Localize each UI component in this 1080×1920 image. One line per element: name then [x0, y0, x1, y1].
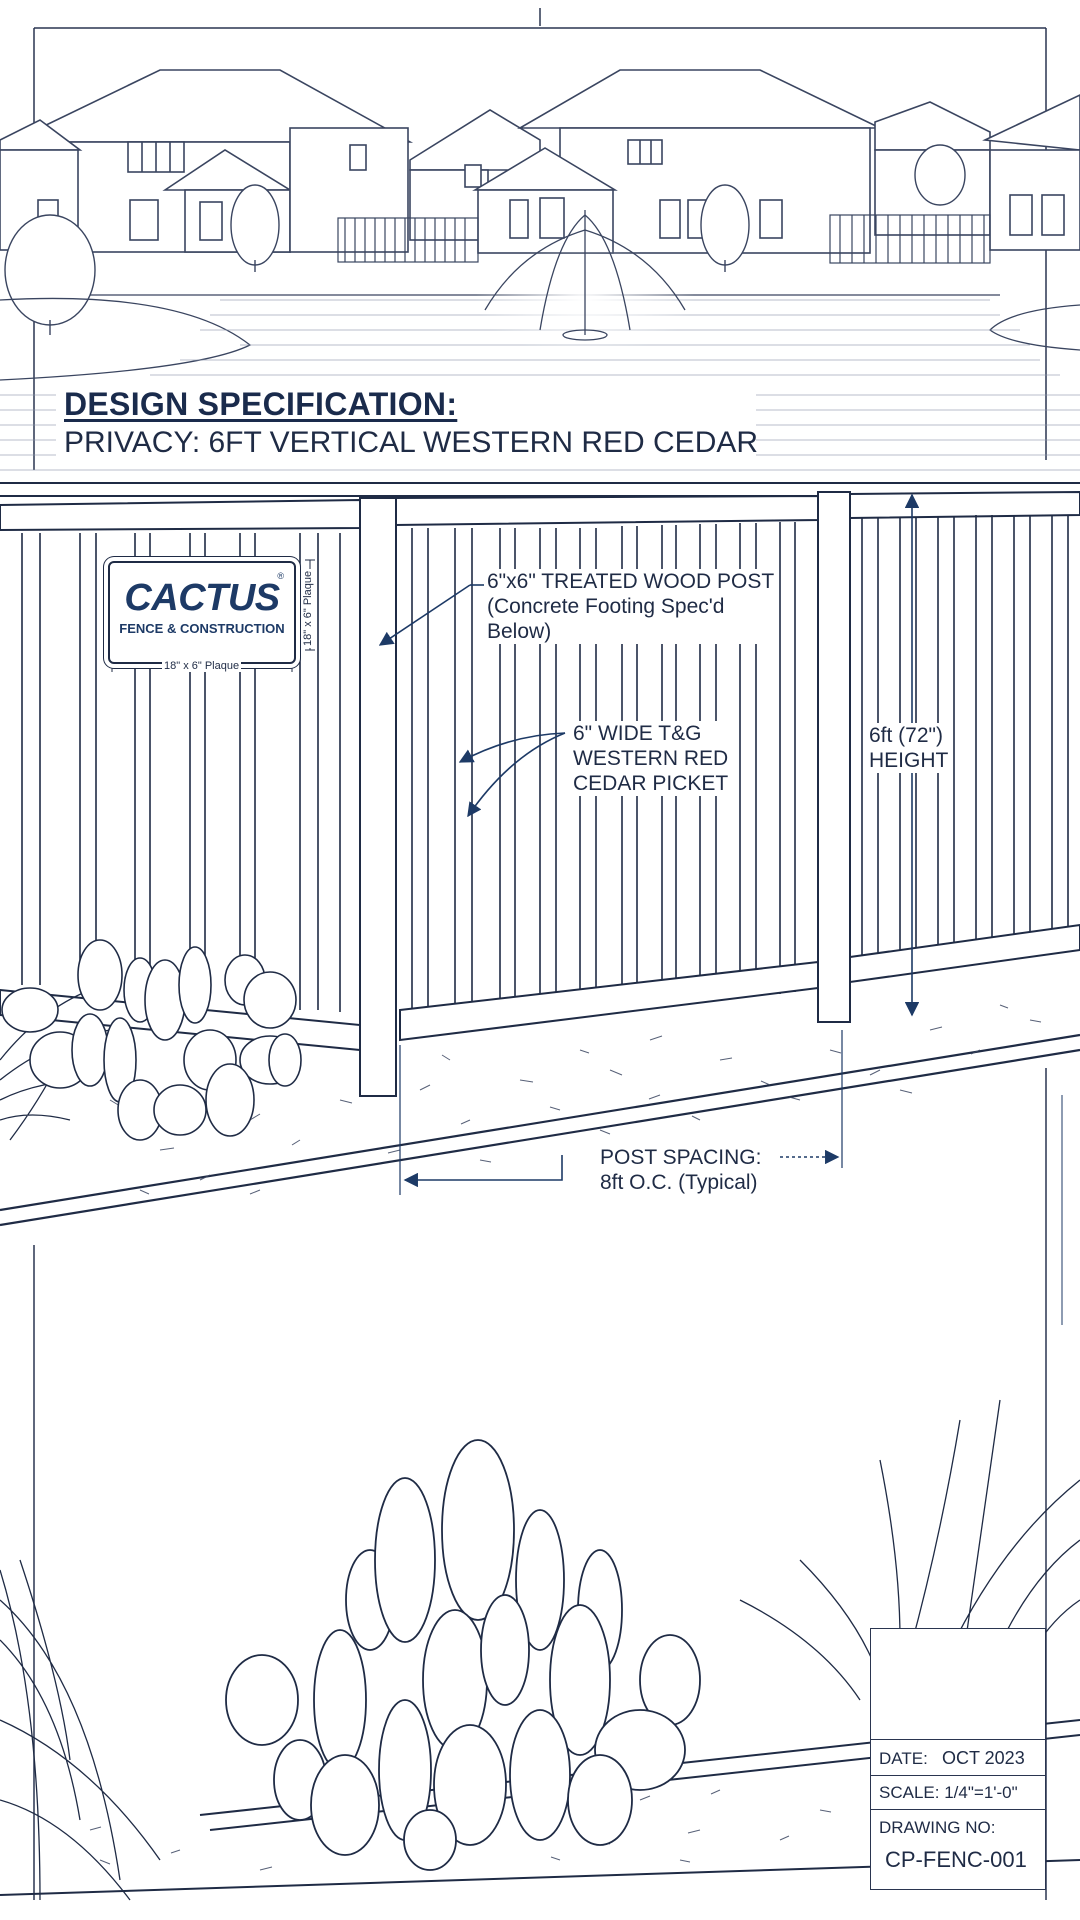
- grass-bottom-left: [0, 1559, 161, 1901]
- spacing-callout-line-1: POST SPACING:: [600, 1146, 762, 1169]
- scale-value: 1/4"=1'-0": [944, 1783, 1018, 1802]
- title-block-date-row: DATE: OCT 2023: [871, 1739, 1045, 1775]
- post-callout-line-3: Below): [487, 620, 552, 643]
- fence-pickets-left: [21, 533, 341, 1012]
- neighborhood-fences: [337, 214, 991, 264]
- post-callout-arrow: [378, 584, 471, 646]
- fence-post-left: [359, 497, 397, 1097]
- picket-callout-line-3: CEDAR PICKET: [573, 772, 729, 795]
- fence-post-right: [817, 491, 851, 1023]
- picket-callout-arrow-1: [458, 732, 566, 763]
- plaque-tagline: FENCE & CONSTRUCTION: [119, 621, 285, 636]
- scale-label: SCALE:: [879, 1783, 940, 1802]
- cactus-small: [1, 939, 302, 1141]
- company-plaque: ® CACTUS FENCE & CONSTRUCTION: [108, 561, 296, 664]
- post-callout-line-1: 6"x6" TREATED WOOD POST: [487, 570, 775, 593]
- spec-heading: DESIGN SPECIFICATION:: [64, 386, 458, 422]
- registered-mark: ®: [277, 571, 284, 581]
- drawing-number-label: DRAWING NO:: [879, 1818, 996, 1837]
- ground-edge: [0, 1033, 1080, 1227]
- picket-callout-line-1: 6" WIDE T&G: [573, 722, 702, 745]
- height-callout: 6ft (72") HEIGHT: [866, 723, 952, 773]
- lower-mulch: [89, 1789, 832, 1871]
- plaque-width-dimension: 18" x 6" Plaque: [162, 660, 242, 672]
- fence-top-rail: [0, 482, 1080, 532]
- height-callout-line-2: HEIGHT: [869, 749, 949, 772]
- picket-callout: 6" WIDE T&G WESTERN RED CEDAR PICKET: [570, 721, 732, 796]
- title-block: DATE: OCT 2023 SCALE: 1/4"=1'-0" DRAWING…: [870, 1628, 1046, 1890]
- date-label: DATE:: [879, 1749, 928, 1768]
- date-value: OCT 2023: [941, 1748, 1025, 1768]
- drawing-number-value: CP-FENC-001: [885, 1847, 1027, 1872]
- picket-callout-arrow-2: [467, 732, 566, 818]
- plaque-brand: CACTUS: [124, 577, 280, 619]
- spacing-callout-line-2: 8ft O.C. (Typical): [600, 1171, 758, 1194]
- fountain: [484, 210, 686, 341]
- picket-callout-line-2: WESTERN RED: [573, 747, 729, 770]
- post-callout-line-2: (Concrete Footing Spec'd: [487, 595, 725, 618]
- spec-subheading: PRIVACY: 6FT VERTICAL WESTERN RED CEDAR: [64, 426, 759, 459]
- plaque-height-dimension: 18" x 6" Plaque: [302, 568, 314, 648]
- dimension-lines: [378, 493, 1063, 1325]
- spacing-dimension-left: [403, 1155, 563, 1188]
- fence-posts: [359, 491, 851, 1097]
- post-callout: 6"x6" TREATED WOOD POST (Concrete Footin…: [484, 569, 778, 644]
- title-block-scale-row: SCALE: 1/4"=1'-0": [871, 1775, 1045, 1809]
- background-trees: [4, 144, 966, 335]
- title-block-drawing-row: DRAWING NO: CP-FENC-001: [871, 1809, 1045, 1889]
- cactus-large: [225, 1439, 701, 1871]
- height-callout-line-1: 6ft (72"): [869, 724, 943, 747]
- spacing-callout: POST SPACING: 8ft O.C. (Typical): [597, 1145, 765, 1195]
- spec-panel: [56, 380, 756, 466]
